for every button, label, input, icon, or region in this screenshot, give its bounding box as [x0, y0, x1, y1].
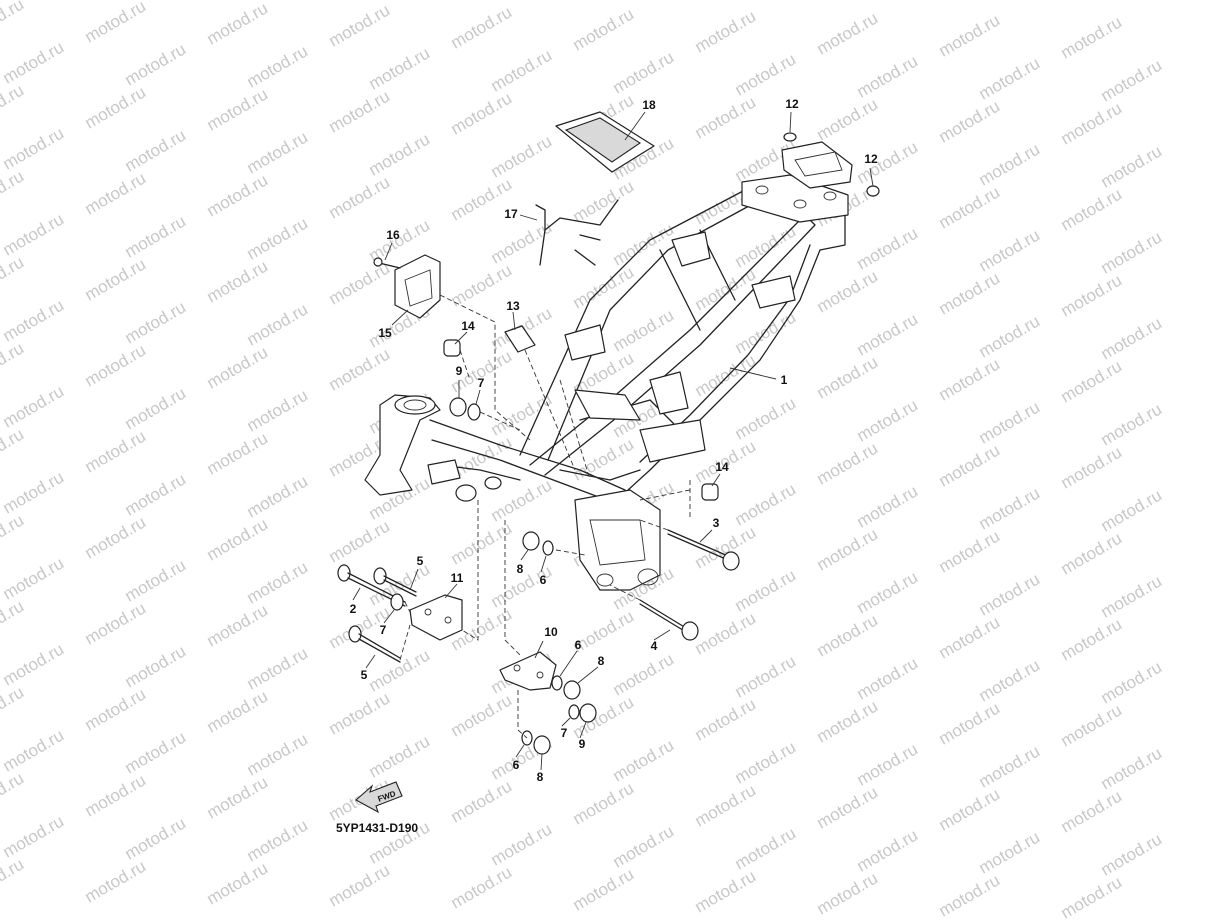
callout-6: 6: [539, 573, 547, 587]
callout-14: 14: [461, 319, 475, 333]
bracket-17: [535, 199, 619, 266]
callout-9: 9: [578, 737, 586, 751]
callout-7: 7: [379, 623, 387, 637]
callout-5: 5: [416, 554, 424, 568]
nut-9-lower: [579, 703, 597, 723]
callout-7: 7: [560, 726, 568, 740]
washer-6-mid: [542, 540, 554, 556]
nut-8-bottom: [533, 735, 551, 755]
bracket-11: [409, 594, 463, 641]
callout-11: 11: [450, 571, 464, 585]
callout-1: 1: [780, 373, 788, 387]
washer-7-left: [390, 593, 404, 611]
nut-8-lower: [563, 680, 581, 700]
callout-6: 6: [574, 638, 582, 652]
callout-5: 5: [360, 668, 368, 682]
diagram-code: 5YP1431-D190: [336, 821, 419, 835]
callout-16: 16: [386, 228, 400, 242]
collar-14-upper: [443, 339, 461, 357]
callout-4: 4: [650, 639, 658, 653]
bolt-3: [667, 529, 740, 571]
callout-8: 8: [536, 770, 544, 784]
callout-2: 2: [349, 602, 357, 616]
washer-6-lower: [551, 675, 563, 691]
callout-17: 17: [504, 207, 518, 221]
cap-12-left: [783, 132, 797, 142]
callout-9: 9: [455, 364, 463, 378]
callout-15: 15: [378, 326, 392, 340]
bolt-4: [639, 599, 699, 641]
callout-3: 3: [712, 516, 720, 530]
callout-10: 10: [544, 625, 558, 639]
callout-18: 18: [642, 98, 656, 112]
cap-12-right: [866, 185, 880, 197]
seat-pad: [555, 111, 655, 173]
callout-12: 12: [864, 152, 878, 166]
nut-8-mid: [522, 531, 540, 551]
bolt-5-lower: [348, 625, 401, 663]
washer-7-lower: [568, 704, 580, 720]
callout-14: 14: [715, 460, 729, 474]
bolt-5-upper: [373, 567, 417, 597]
leader-lines: [352, 111, 874, 771]
clip-13: [504, 325, 536, 353]
main-frame: [364, 141, 853, 591]
collar-14-right: [701, 483, 719, 501]
callout-6: 6: [512, 758, 520, 772]
nut-9-upper: [449, 397, 467, 417]
callout-8: 8: [597, 654, 605, 668]
cover-15: [373, 254, 441, 319]
bracket-10: [499, 651, 557, 691]
callout-12: 12: [785, 97, 799, 111]
callout-13: 13: [506, 299, 520, 313]
callout-8: 8: [516, 562, 524, 576]
fwd-arrow: FWD: [355, 781, 403, 814]
washer-7-upper: [467, 403, 481, 421]
callout-7: 7: [477, 376, 485, 390]
